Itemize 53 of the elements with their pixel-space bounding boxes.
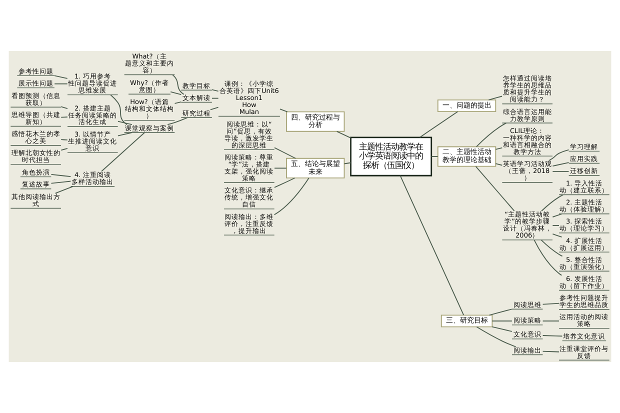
connector	[488, 96, 502, 100]
connector	[542, 335, 563, 337]
connector	[552, 162, 570, 167]
connector	[274, 147, 296, 159]
connector	[274, 178, 310, 216]
connector	[210, 106, 219, 110]
connector	[110, 94, 128, 126]
connector	[495, 147, 503, 150]
connector	[552, 170, 570, 172]
connector	[212, 98, 219, 99]
connector	[542, 320, 560, 322]
connector	[50, 174, 72, 178]
connector	[274, 178, 296, 188]
connector	[50, 180, 72, 184]
connector	[344, 162, 352, 164]
connector	[475, 166, 515, 212]
connector	[542, 350, 560, 352]
connector	[495, 163, 503, 166]
connector	[492, 320, 512, 322]
connector	[54, 186, 74, 194]
connector	[118, 120, 132, 126]
connector	[476, 122, 507, 148]
connector	[541, 194, 564, 212]
connector	[419, 111, 458, 138]
connector	[54, 83, 68, 84]
connector	[274, 168, 287, 169]
connector	[336, 130, 352, 138]
connector	[552, 213, 562, 218]
connector	[212, 89, 219, 92]
connector	[534, 240, 562, 276]
connector	[60, 116, 68, 118]
connector	[542, 302, 560, 305]
connector	[170, 91, 182, 95]
connector	[60, 148, 68, 151]
connector	[60, 139, 68, 140]
connector	[54, 75, 68, 79]
connector	[174, 101, 182, 104]
connector	[548, 149, 570, 161]
connector	[488, 308, 512, 316]
connector	[540, 240, 563, 257]
connector	[280, 108, 288, 112]
connector	[492, 326, 512, 332]
connector	[167, 117, 188, 126]
connector	[172, 74, 184, 95]
connector	[60, 106, 68, 109]
connector	[400, 175, 464, 316]
connector	[431, 156, 438, 157]
connector	[552, 225, 560, 226]
connector	[101, 132, 145, 172]
connector	[476, 326, 516, 348]
connector	[118, 132, 132, 136]
node-box: 主题性活动教学在小学英语阅读中的探析（伍国仪）	[350, 136, 432, 176]
connector	[552, 234, 562, 238]
